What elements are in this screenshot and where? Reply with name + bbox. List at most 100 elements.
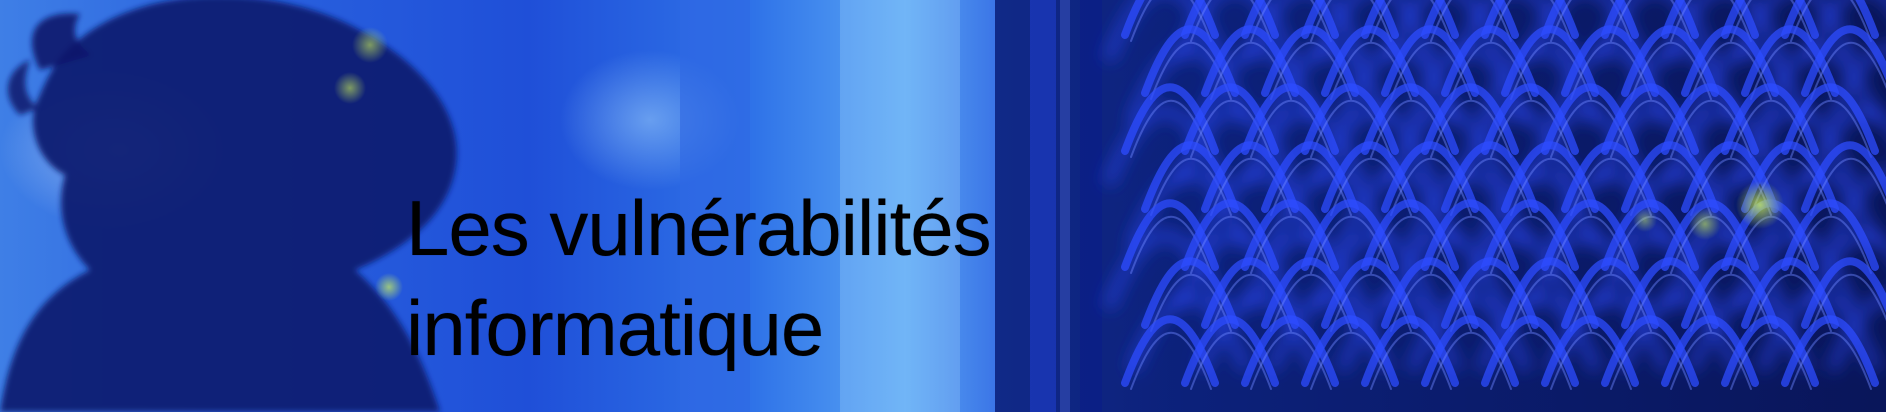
cable-loop bbox=[1453, 0, 1577, 62]
cable-loop bbox=[1121, 315, 1219, 387]
cable-loop bbox=[1361, 0, 1459, 39]
cable-loop bbox=[1390, 157, 1472, 216]
cable-loop bbox=[1361, 83, 1459, 155]
cable-loop bbox=[1141, 257, 1239, 329]
status-led-group bbox=[334, 27, 1784, 301]
cable-loop bbox=[1201, 141, 1299, 213]
cable-loop bbox=[1261, 25, 1359, 97]
cable-loop bbox=[1310, 99, 1392, 158]
cable-loop bbox=[1201, 25, 1299, 97]
cable-loop bbox=[1330, 157, 1412, 216]
cable-loop bbox=[1501, 25, 1599, 97]
cable-loop bbox=[1301, 315, 1399, 387]
cable-loop bbox=[1141, 141, 1239, 213]
cable-loop bbox=[1803, 104, 1886, 186]
cable-loop bbox=[1561, 25, 1659, 97]
cable-loop bbox=[1570, 273, 1652, 332]
cable-loop bbox=[1630, 273, 1712, 332]
banner-title-line-1: Les vulnérabilités bbox=[406, 184, 992, 272]
cable-loop bbox=[1103, 0, 1227, 62]
cable-loop bbox=[1601, 199, 1699, 271]
cable-loop bbox=[1197, 290, 1321, 372]
cable-loop bbox=[1150, 157, 1232, 216]
cable-loop bbox=[1601, 0, 1699, 39]
cable-loop bbox=[1541, 315, 1639, 387]
cable-loop bbox=[1321, 141, 1419, 213]
cable-loop bbox=[1421, 315, 1519, 387]
cable-loop bbox=[1430, 215, 1512, 274]
cable-loop bbox=[1561, 141, 1659, 213]
cable-loop bbox=[1730, 331, 1812, 390]
cable-loop bbox=[1141, 25, 1239, 97]
cable-loop bbox=[1430, 0, 1512, 42]
cable-loop bbox=[1781, 83, 1879, 155]
cable-loop bbox=[1541, 83, 1639, 155]
cable-loop bbox=[1610, 331, 1692, 390]
cable-loop bbox=[1361, 199, 1459, 271]
cable-loop bbox=[1550, 0, 1632, 42]
cable-loop bbox=[1670, 331, 1752, 390]
cable-loop bbox=[1150, 41, 1232, 100]
cable-loop bbox=[1490, 99, 1572, 158]
cable-loop bbox=[1241, 315, 1339, 387]
cable-loop bbox=[1421, 199, 1519, 271]
cable-loop bbox=[1450, 273, 1532, 332]
cable-loop bbox=[1321, 25, 1419, 97]
cable-loop bbox=[1601, 315, 1699, 387]
cable-loop bbox=[1790, 0, 1872, 42]
cable-loop bbox=[1381, 141, 1479, 213]
cable-loop bbox=[1370, 215, 1452, 274]
cable-loop bbox=[1690, 41, 1772, 100]
cable-loop bbox=[1827, 42, 1886, 124]
cable-loop bbox=[1593, 228, 1717, 310]
cable-loop bbox=[1270, 273, 1352, 332]
cable-loop bbox=[1781, 315, 1879, 387]
cable-loop bbox=[1781, 0, 1879, 39]
cable-loop bbox=[1741, 25, 1839, 97]
cable-loop bbox=[1481, 315, 1579, 387]
cable-loop bbox=[1477, 290, 1601, 372]
cable-loop bbox=[1441, 257, 1539, 329]
cable-loop bbox=[1450, 41, 1532, 100]
cable-loop bbox=[1441, 25, 1539, 97]
cable-loop bbox=[1310, 331, 1392, 390]
cable-loop bbox=[1210, 157, 1292, 216]
cable-loop bbox=[1250, 215, 1332, 274]
cable-loop bbox=[1630, 41, 1712, 100]
cable-loop bbox=[1541, 0, 1639, 39]
banner-title-line-2: informatique bbox=[406, 284, 824, 372]
cable-loop bbox=[1681, 25, 1779, 97]
cable-loop bbox=[1801, 141, 1886, 213]
cable-loop bbox=[1481, 199, 1579, 271]
cable-loop bbox=[1381, 257, 1479, 329]
cable-loop bbox=[1510, 273, 1592, 332]
cable-loop bbox=[1201, 257, 1299, 329]
cable-loop bbox=[1550, 215, 1632, 274]
cable-loop bbox=[1810, 41, 1886, 100]
cable-loop bbox=[1510, 157, 1592, 216]
cable-loop bbox=[1741, 257, 1839, 329]
cable-loop bbox=[1173, 0, 1297, 62]
light-column bbox=[680, 0, 750, 412]
cable-loop bbox=[1370, 0, 1452, 42]
cable-loop bbox=[1790, 331, 1872, 390]
banner-title: Les vulnérabilités informatique bbox=[406, 178, 1166, 378]
cable-loop bbox=[1301, 83, 1399, 155]
cable-loop bbox=[1190, 331, 1272, 390]
cable-loop bbox=[1617, 290, 1741, 372]
cable-loop bbox=[1610, 99, 1692, 158]
cable-loop bbox=[1501, 141, 1599, 213]
cable-loop bbox=[1181, 199, 1279, 271]
cable-loop bbox=[1210, 41, 1292, 100]
person-silhouette bbox=[0, 0, 457, 412]
cable-loop bbox=[1501, 257, 1599, 329]
cable-loop bbox=[1250, 331, 1332, 390]
cable-loop bbox=[1450, 157, 1532, 216]
cable-loop bbox=[1670, 0, 1752, 42]
cable-loop bbox=[1601, 83, 1699, 155]
cable-loop bbox=[1630, 157, 1712, 216]
bright-gap bbox=[840, 0, 960, 412]
cable-loop bbox=[1301, 199, 1399, 271]
